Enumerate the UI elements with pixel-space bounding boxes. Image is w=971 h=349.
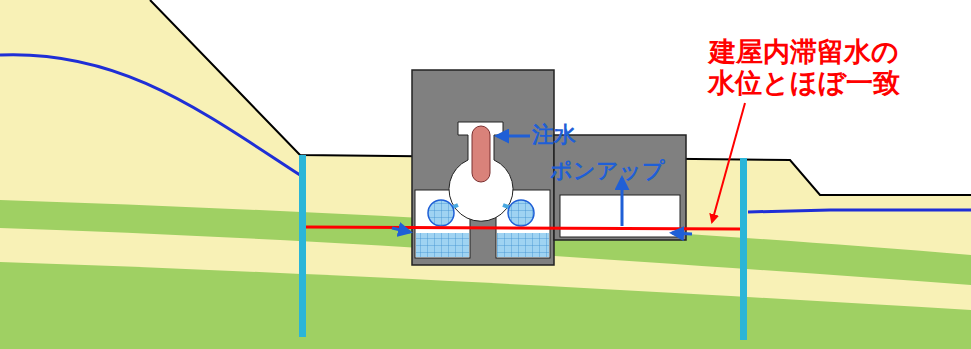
- pump-up-arrow: [621, 178, 624, 226]
- reactor-building: [412, 70, 554, 265]
- water-level-line: [306, 227, 740, 229]
- injection-arrow: [497, 135, 530, 138]
- sub-drain-wall: [299, 155, 306, 337]
- flow-label: 注水: [532, 122, 576, 147]
- inflow-arrow: [392, 228, 410, 232]
- turbine-basement: [560, 195, 680, 237]
- groundwater-line: [0, 55, 300, 175]
- turbine-building: [554, 135, 686, 240]
- clay-layer: [0, 262, 971, 349]
- leader-line: [712, 103, 745, 222]
- surface-line: [150, 0, 971, 195]
- inflow-arrow: [672, 233, 692, 234]
- groundwater-line: [748, 210, 971, 212]
- torus: [508, 200, 534, 226]
- pressure-vessel: [472, 126, 490, 182]
- flow-label: ポンアップ: [550, 158, 665, 183]
- stagnant-water: [497, 233, 549, 257]
- stagnant-water: [416, 233, 469, 257]
- sub-drain-wall: [740, 158, 747, 340]
- torus: [428, 200, 454, 226]
- callout-note: 建屋内滞留水の 水位とほぼ一致: [706, 36, 902, 98]
